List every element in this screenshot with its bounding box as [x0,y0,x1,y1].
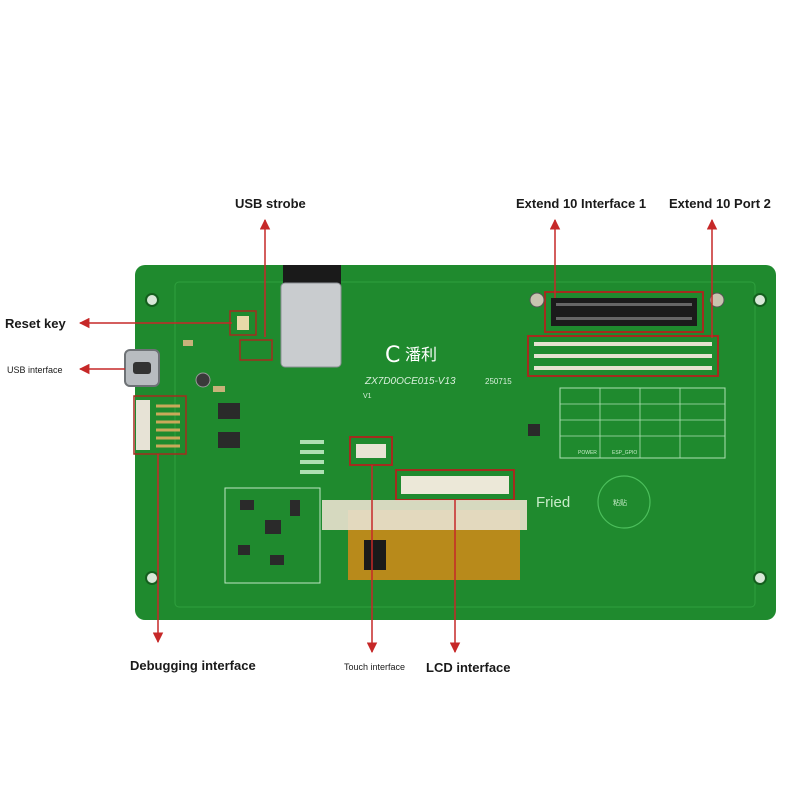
label-reset-key: Reset key [5,316,66,331]
touch-connector [356,444,386,458]
brand-logo-mark: C [385,343,400,368]
circle-text: 粘贴 [613,498,627,507]
silk-v1: V1 [363,393,372,400]
callout-arrows [78,218,718,654]
usb-strobe-chip-box [239,339,273,361]
tape-strip [322,500,527,530]
extend-2-pads [534,342,712,370]
adhesive-circle [597,475,651,529]
pin-label-gpio: ESP_GPIO [612,450,637,456]
model-text: ZX7D0OCE015-V13 [364,376,456,387]
touch-connector-box [349,436,393,466]
pin-label-power: POWER [578,450,597,456]
label-touch-interface: Touch interface [344,662,406,672]
power-section [224,487,321,584]
silk-pin-column [300,440,324,474]
debug-connector [136,400,150,450]
esp-module-antenna [283,265,341,287]
label-debugging-interface: Debugging interface [130,658,256,673]
center-ic [528,424,540,436]
label-usb-strobe: USB strobe [235,196,306,211]
debug-connector-box [133,395,187,455]
brand-text: 潘利 [405,345,437,364]
date-code: 250715 [485,377,512,386]
extend-1-header [551,298,697,326]
label-extend-interface-1: Extend 10 Interface 1 [516,196,647,211]
esp-module-shield [280,282,342,368]
extend-2-box [527,335,719,377]
label-extend-port-2: Extend 10 Port 2 [669,196,771,211]
label-usb-interface: USB interface [7,365,63,375]
smd-components [183,340,240,448]
label-lcd-interface: LCD interface [426,660,511,675]
lcd-connector [401,476,509,494]
extend-1-box [544,291,704,333]
fried-text: Fried [536,494,570,511]
usb-strobe-switch [237,316,249,330]
pin-label-table [559,387,726,459]
